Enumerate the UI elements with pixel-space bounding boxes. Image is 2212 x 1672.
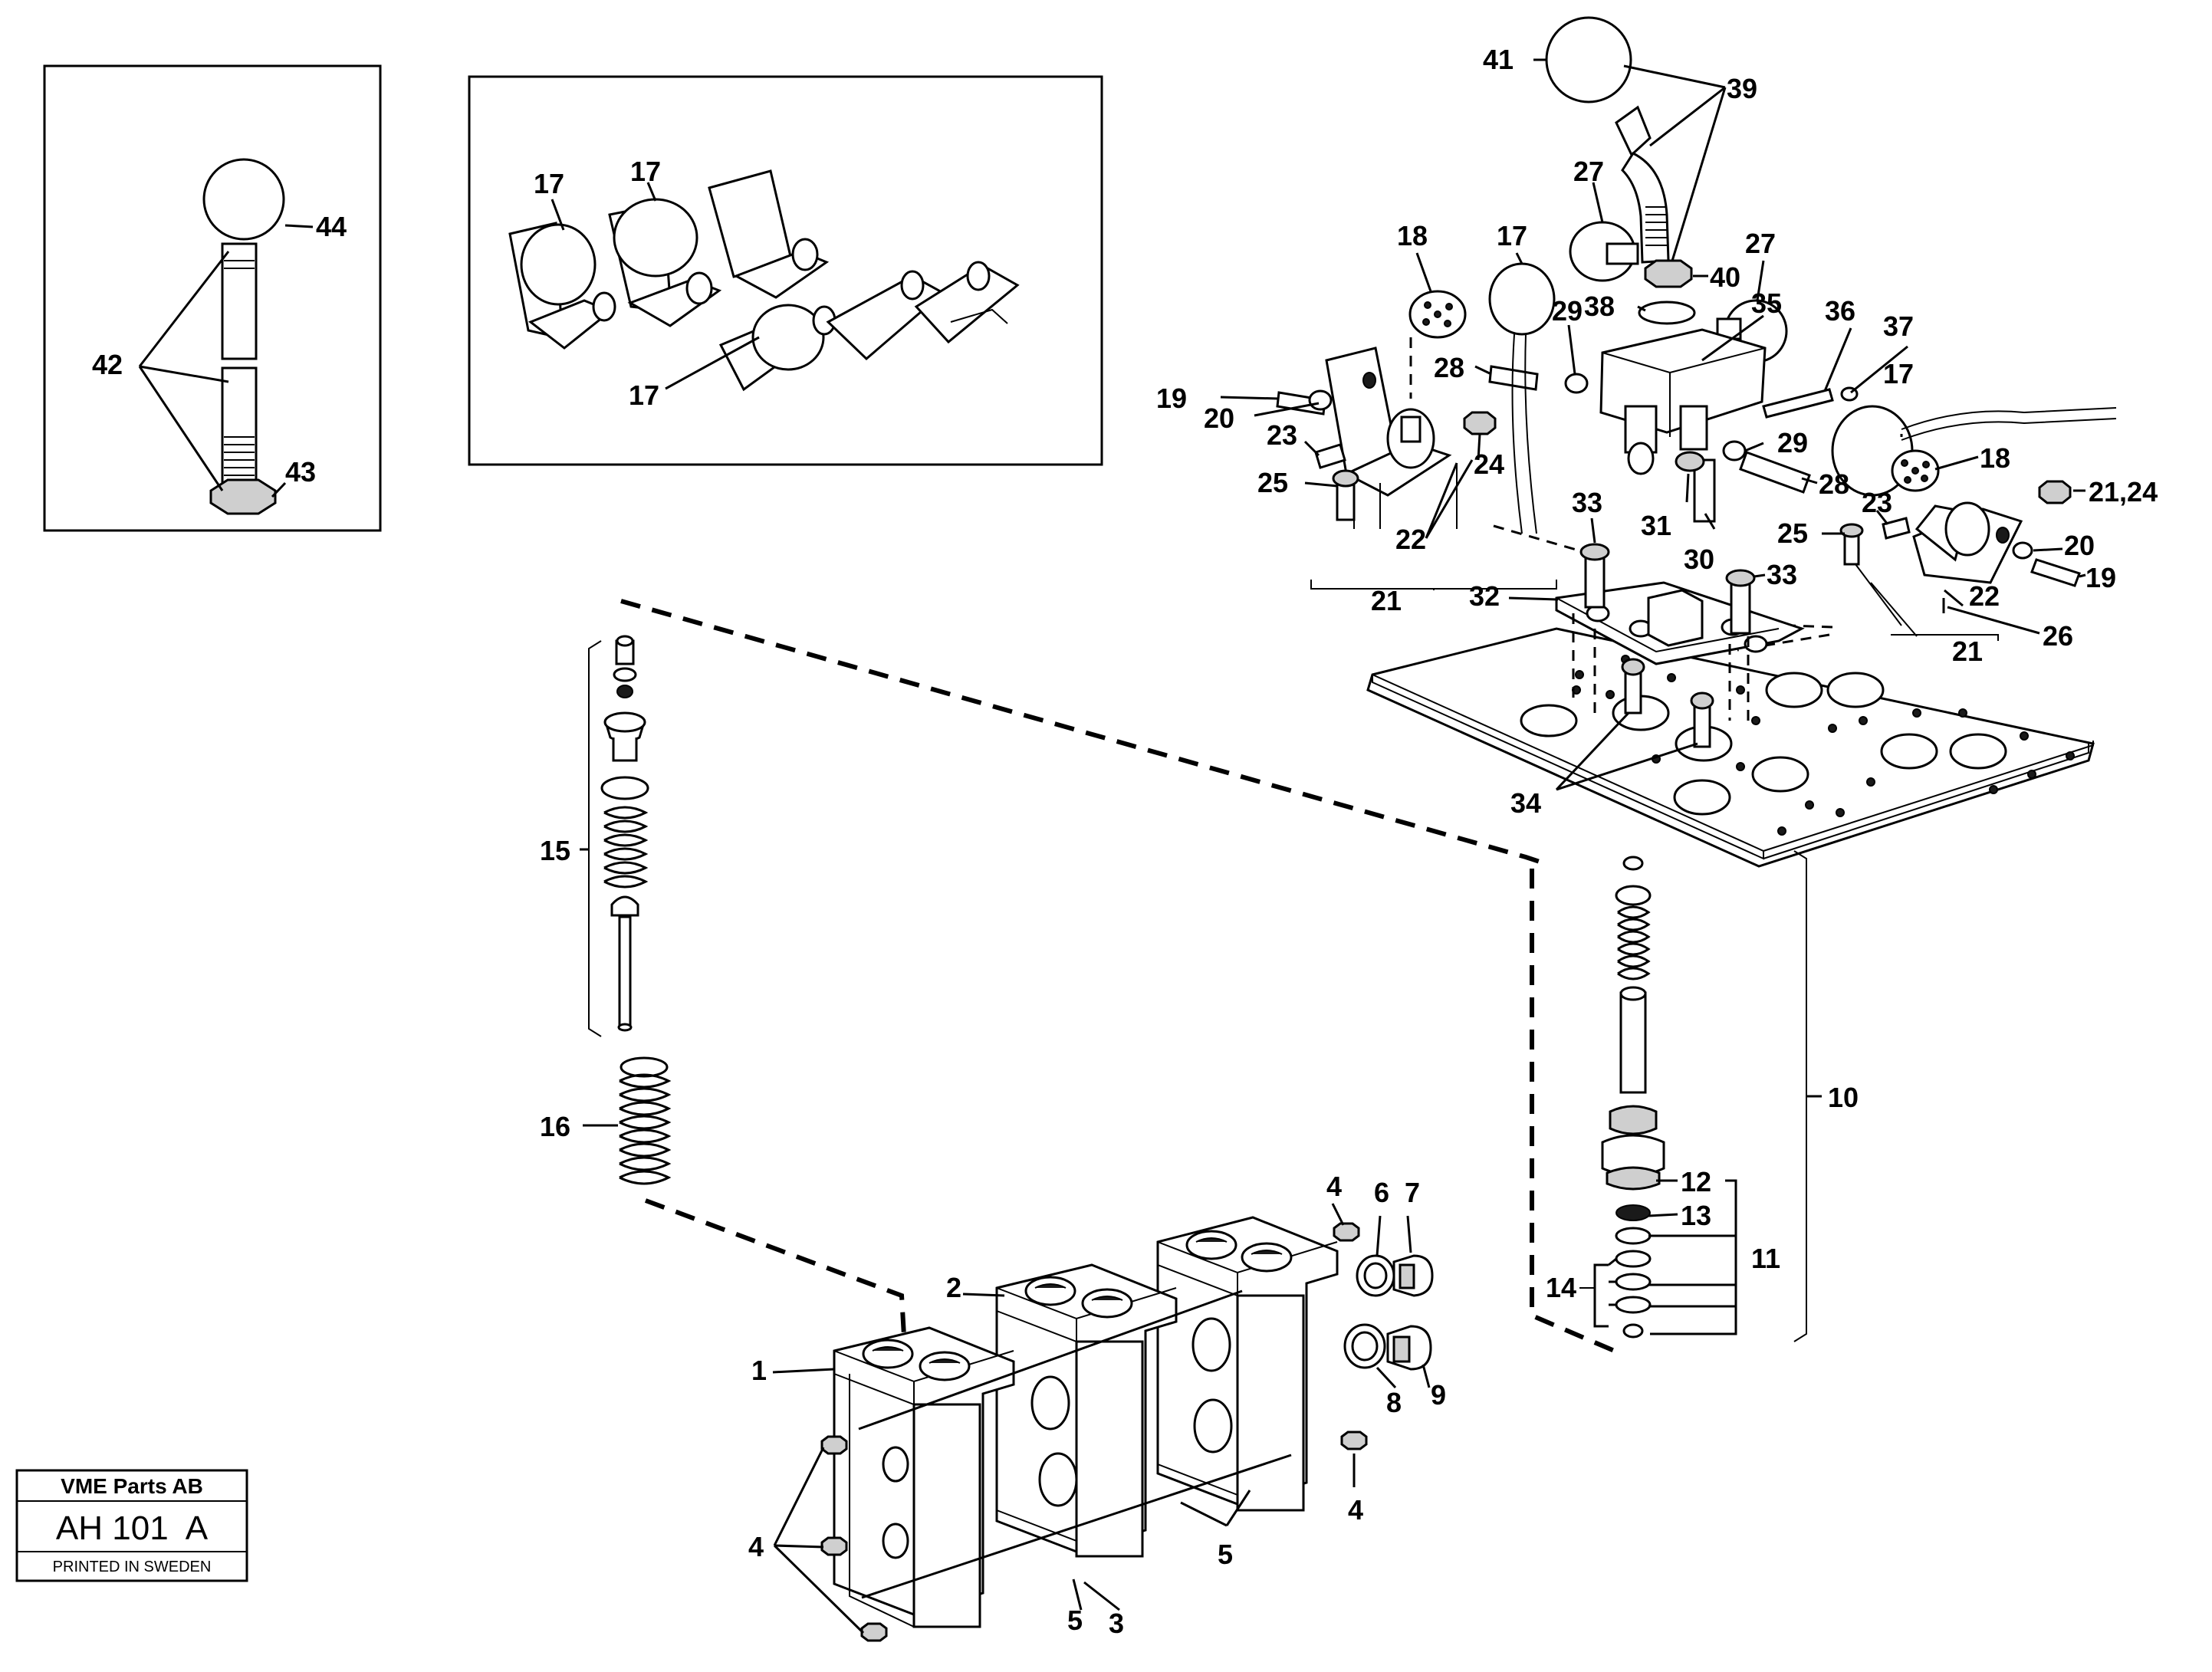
stamp-company: VME Parts AB bbox=[61, 1474, 203, 1498]
dashed-assembly-lines bbox=[620, 599, 1619, 1355]
callout-42: 42 bbox=[92, 349, 123, 380]
callout-10: 10 bbox=[1828, 1082, 1859, 1113]
callout-17a: 17 bbox=[534, 168, 564, 199]
callout-21a: 21 bbox=[1371, 585, 1402, 616]
callout-39: 39 bbox=[1727, 73, 1757, 104]
callout-29b: 29 bbox=[1777, 427, 1808, 458]
callout-8: 8 bbox=[1386, 1387, 1402, 1418]
callout-20a: 20 bbox=[1204, 402, 1234, 434]
callout-26: 26 bbox=[2043, 620, 2073, 652]
callout-3: 3 bbox=[1109, 1608, 1124, 1639]
stamp-code: AH 101 A bbox=[56, 1509, 209, 1547]
callout-15: 15 bbox=[540, 835, 570, 866]
callout-24: 24 bbox=[1474, 448, 1504, 480]
callout-33a: 33 bbox=[1572, 487, 1602, 518]
callout-labels: 44 42 43 17 17 17 41 39 27 27 40 38 35 3… bbox=[92, 44, 2158, 1639]
callout-17c: 17 bbox=[629, 379, 659, 411]
callout-22a: 22 bbox=[1395, 524, 1426, 555]
inset-knob-box bbox=[43, 64, 382, 532]
callout-20b: 20 bbox=[2064, 530, 2095, 561]
callout-22b: 22 bbox=[1969, 580, 2000, 612]
callout-14: 14 bbox=[1546, 1272, 1576, 1303]
base-plate bbox=[1366, 517, 2095, 1342]
callout-27a: 27 bbox=[1573, 156, 1604, 187]
callout-23a: 23 bbox=[1267, 419, 1297, 451]
title-stamp: VME Parts AB AH 101 A PRINTED IN SWEDEN bbox=[15, 1469, 248, 1582]
callout-4a: 4 bbox=[1326, 1171, 1342, 1202]
callout-19a: 19 bbox=[1156, 383, 1187, 414]
callout-27b: 27 bbox=[1745, 228, 1776, 259]
callout-44: 44 bbox=[316, 211, 347, 242]
callout-7: 7 bbox=[1405, 1177, 1420, 1208]
callout-12: 12 bbox=[1681, 1166, 1711, 1197]
callout-30: 30 bbox=[1684, 544, 1714, 575]
callout-43: 43 bbox=[285, 456, 316, 488]
callout-11: 11 bbox=[1751, 1243, 1780, 1274]
inset-bracket-box bbox=[468, 75, 1103, 466]
callout-9: 9 bbox=[1431, 1379, 1446, 1411]
callout-16: 16 bbox=[540, 1111, 570, 1142]
valve-blocks bbox=[772, 1203, 1434, 1642]
right-valve-stack bbox=[1579, 856, 1737, 1339]
callout-32: 32 bbox=[1469, 580, 1500, 612]
callout-41: 41 bbox=[1483, 44, 1514, 75]
callout-18b: 18 bbox=[1980, 442, 2010, 474]
control-lever-assembly bbox=[1220, 16, 2117, 652]
callout-28b: 28 bbox=[1819, 468, 1849, 500]
callout-4b: 4 bbox=[1348, 1494, 1363, 1526]
callout-31: 31 bbox=[1641, 510, 1671, 541]
callout-29a: 29 bbox=[1552, 295, 1583, 327]
callout-5a: 5 bbox=[1218, 1539, 1233, 1570]
callout-28a: 28 bbox=[1434, 352, 1464, 383]
stamp-printed: PRINTED IN SWEDEN bbox=[53, 1559, 212, 1575]
callout-6: 6 bbox=[1374, 1177, 1389, 1208]
callout-23b: 23 bbox=[1862, 487, 1892, 518]
callout-2: 2 bbox=[946, 1272, 961, 1303]
callout-21b: 21 bbox=[1952, 636, 1983, 667]
callout-21c: 21,24 bbox=[2089, 476, 2158, 508]
callout-33b: 33 bbox=[1767, 559, 1797, 590]
callout-36: 36 bbox=[1825, 295, 1855, 327]
callout-4c: 4 bbox=[748, 1531, 764, 1562]
callout-17d: 17 bbox=[1497, 220, 1527, 251]
callout-34: 34 bbox=[1510, 787, 1541, 819]
callout-35: 35 bbox=[1751, 287, 1782, 319]
callout-17b: 17 bbox=[630, 156, 661, 187]
callout-40: 40 bbox=[1710, 261, 1740, 293]
callout-37: 37 bbox=[1883, 310, 1914, 342]
callout-19b: 19 bbox=[2085, 562, 2116, 593]
callout-1: 1 bbox=[751, 1355, 767, 1386]
callout-18a: 18 bbox=[1397, 220, 1428, 251]
callout-38: 38 bbox=[1584, 291, 1615, 322]
left-valve-assembly bbox=[580, 635, 672, 1185]
callout-17e: 17 bbox=[1883, 358, 1914, 389]
callout-25a: 25 bbox=[1257, 467, 1288, 498]
callout-25b: 25 bbox=[1777, 517, 1808, 549]
callout-5b: 5 bbox=[1067, 1605, 1083, 1636]
callout-13: 13 bbox=[1681, 1200, 1711, 1231]
